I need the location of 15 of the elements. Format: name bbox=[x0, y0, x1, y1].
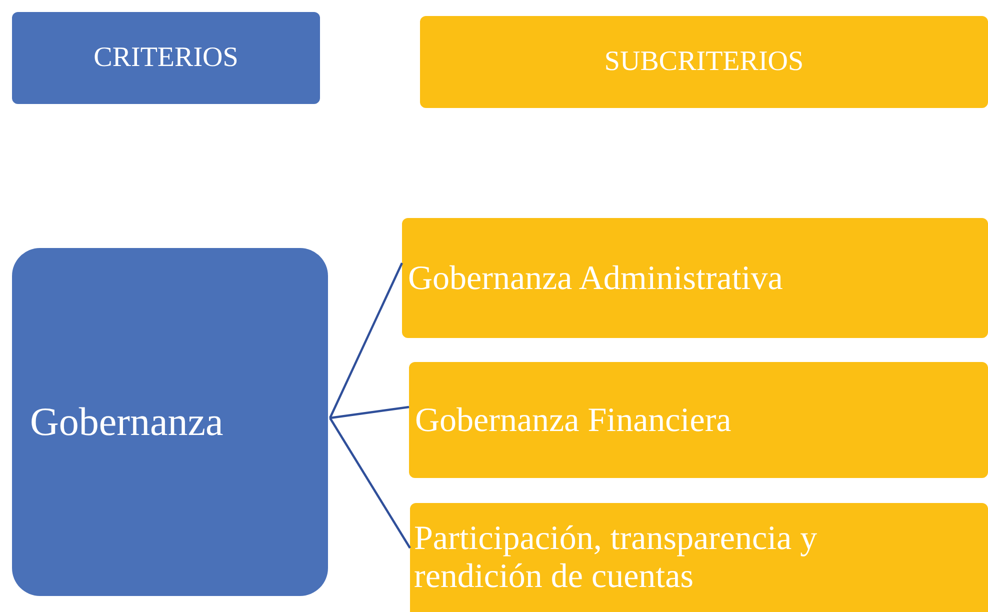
node-label: Gobernanza bbox=[30, 398, 224, 446]
node-label: Participación, transparencia y rendición de cuentas bbox=[414, 520, 818, 596]
subcriterion-box bbox=[402, 218, 988, 338]
connector-line bbox=[329, 262, 403, 418]
node-label: SUBCRITERIOS bbox=[604, 45, 804, 79]
node-label: Gobernanza Financiera bbox=[415, 400, 732, 440]
node-label: Gobernanza Administrativa bbox=[408, 258, 783, 298]
subcriterion-box bbox=[410, 503, 988, 612]
subcriterion-box bbox=[409, 362, 988, 478]
connector-line bbox=[329, 417, 411, 549]
criterion-box bbox=[12, 248, 328, 596]
criteria-header-box bbox=[12, 12, 320, 104]
node-label: CRITERIOS bbox=[94, 41, 238, 75]
subcriteria-header-box bbox=[420, 16, 988, 108]
connector-line bbox=[330, 406, 410, 420]
